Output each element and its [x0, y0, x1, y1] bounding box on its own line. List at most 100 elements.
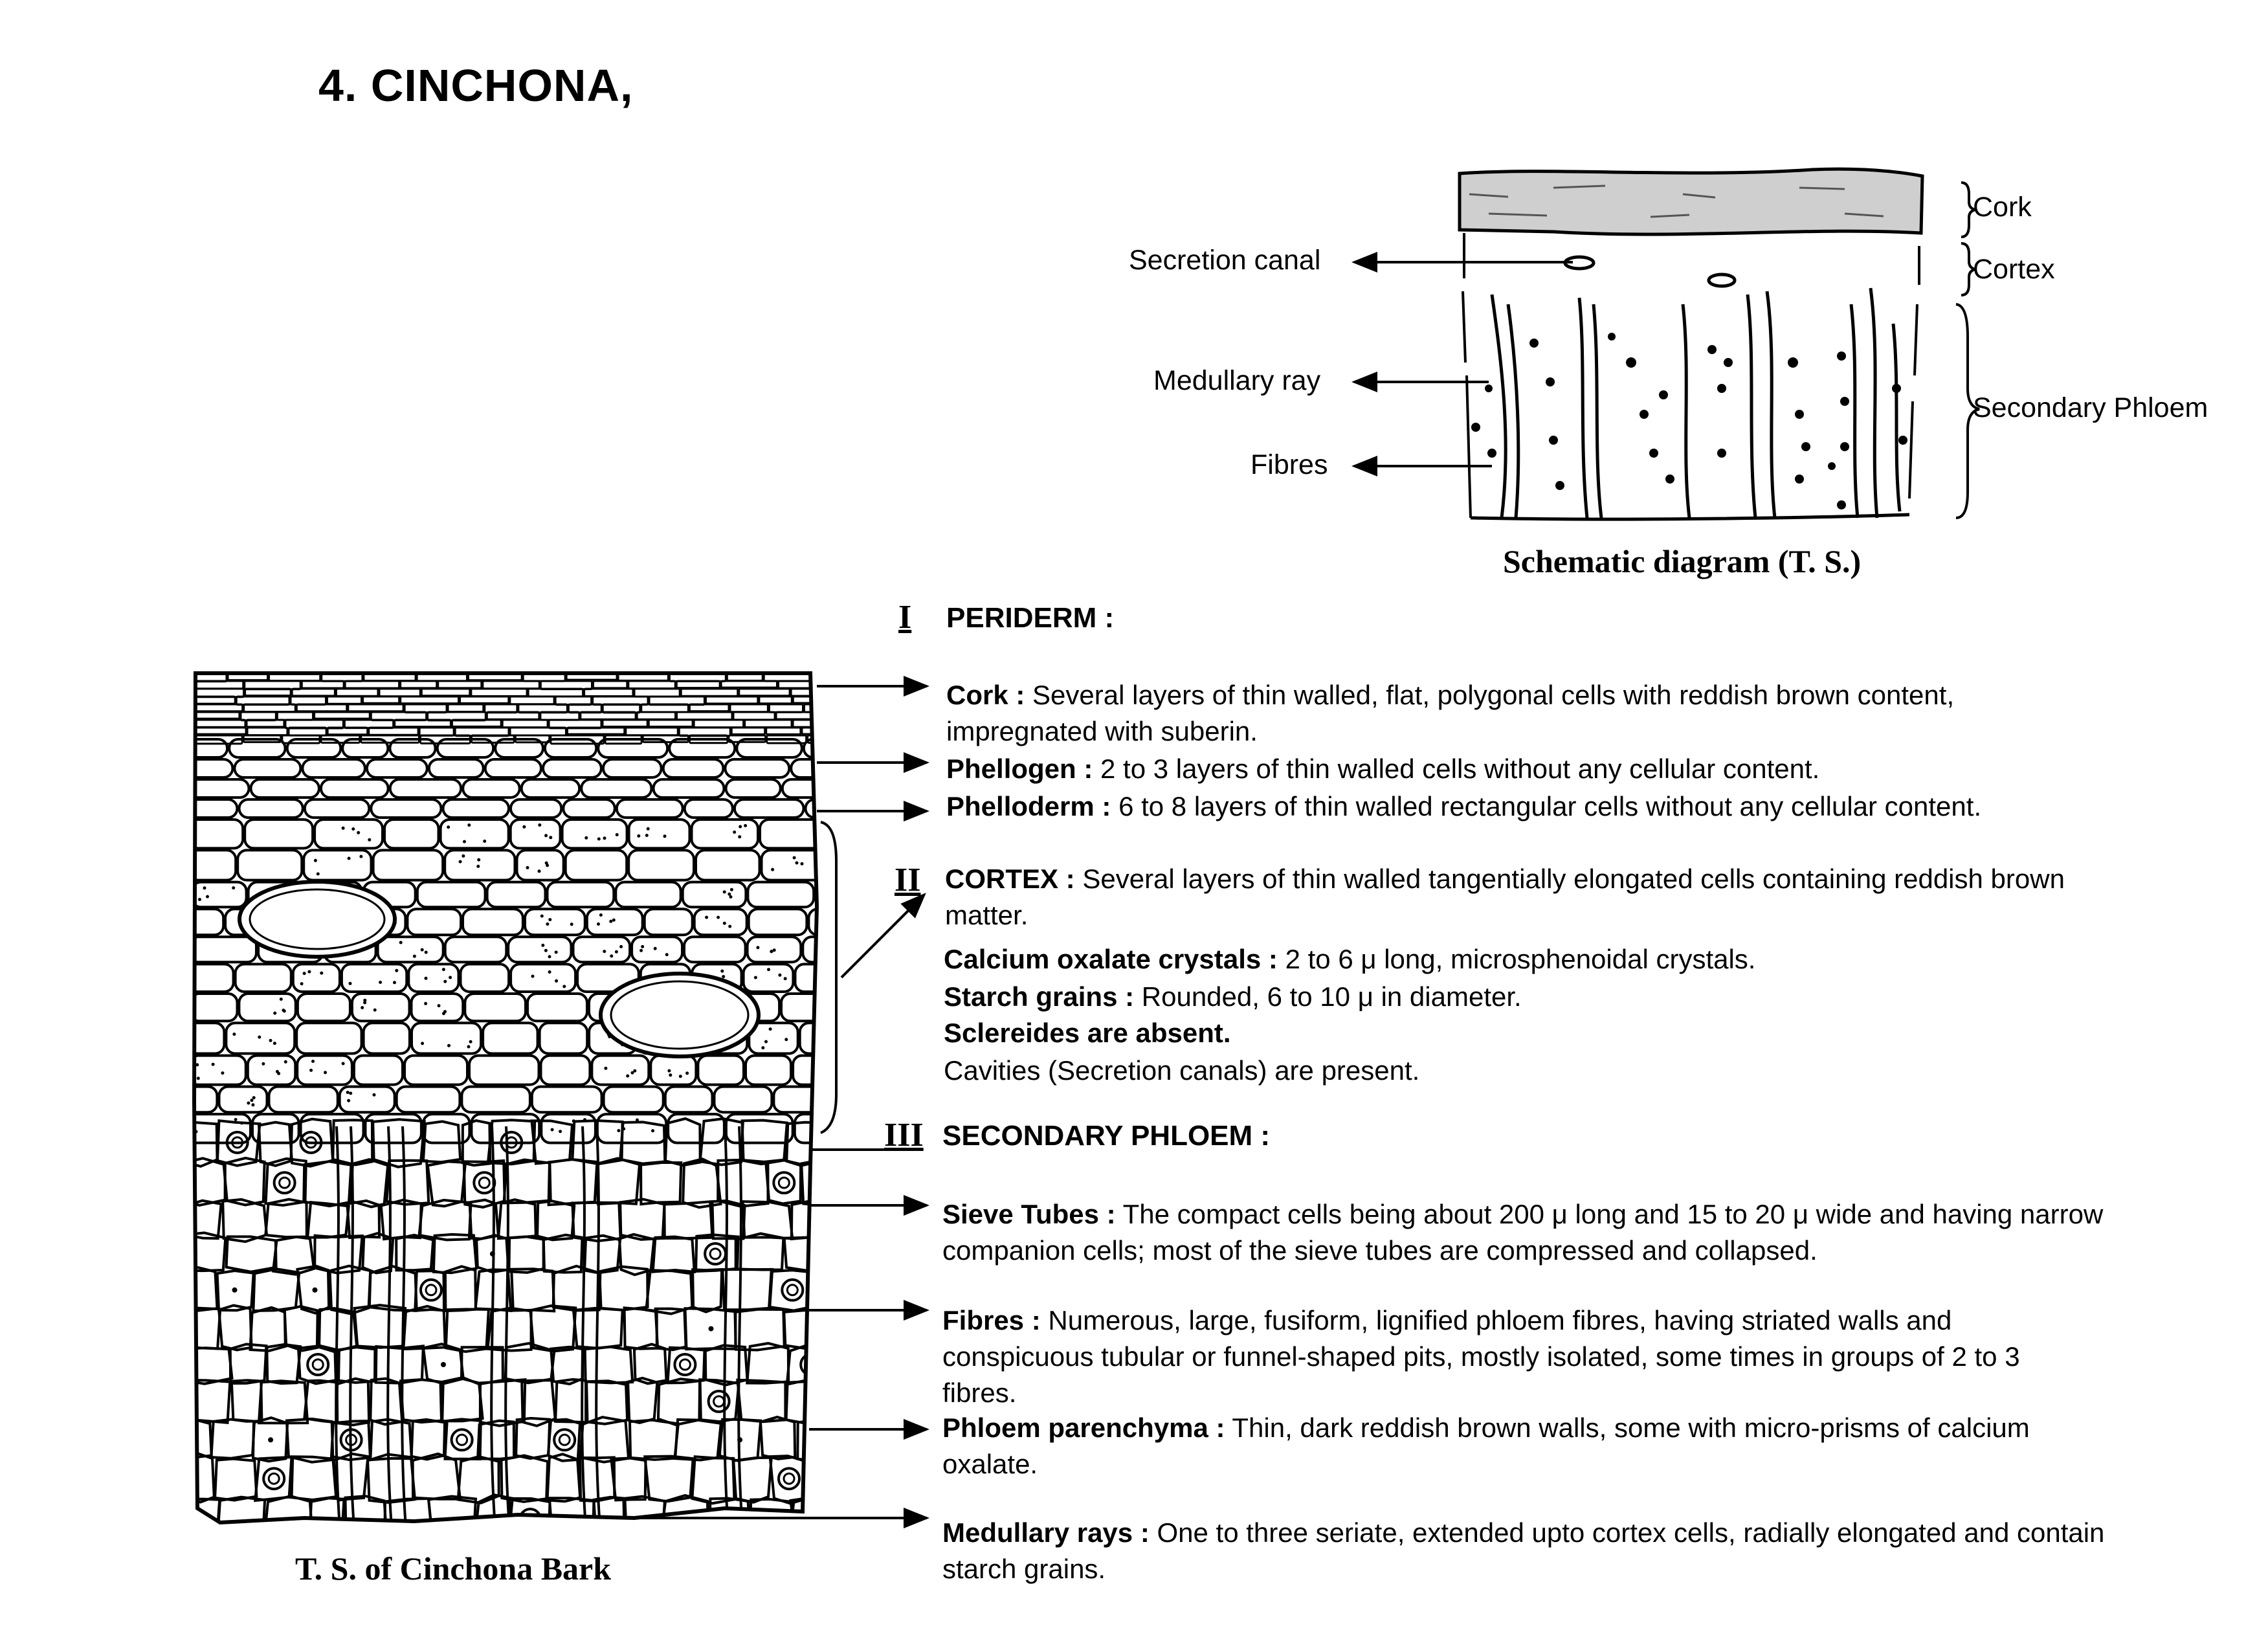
phloem-cell [335, 1377, 371, 1427]
cortex-cell [410, 1021, 483, 1055]
cortex-cell [194, 992, 239, 1023]
phloem-cell [216, 1495, 267, 1523]
starch-grain [562, 985, 566, 988]
phloem-cell [379, 1198, 423, 1241]
cortex-cell [194, 778, 250, 799]
starch-grain [537, 869, 541, 873]
cortex-cell [515, 849, 565, 882]
cortex-cell [194, 963, 235, 994]
starch-grain [546, 922, 550, 926]
section-numeral-periderm: I [898, 599, 912, 636]
cork-cell [276, 711, 315, 721]
cortex-cell [543, 738, 598, 759]
starch-grain [645, 834, 649, 837]
starch-grain [828, 886, 831, 889]
entry-fibres: Fibres : Numerous, large, fusiform, lign… [942, 1305, 2020, 1408]
phloem-cell [395, 1233, 435, 1272]
phloem-fibre [704, 1242, 728, 1266]
phloem-fibre-lumen [425, 1284, 438, 1297]
cortex-cell [524, 908, 586, 937]
starch-grain [610, 954, 614, 958]
cortex-cell [597, 738, 669, 759]
starch-grain [232, 1032, 236, 1036]
cortex-cell [792, 1054, 817, 1086]
starch-grain [211, 1062, 215, 1066]
cortex-cell [194, 758, 234, 779]
cortex-cell [580, 778, 653, 799]
medullary-ray-line [490, 1126, 496, 1523]
cortex-cell [251, 1113, 300, 1144]
starch-grain [424, 950, 428, 954]
cortex-cell [683, 935, 747, 964]
crystal [312, 1287, 318, 1293]
phloem-cell [627, 1376, 659, 1424]
cortex-cell [463, 992, 527, 1023]
starch-grain [764, 1040, 768, 1044]
cork-cell [194, 711, 241, 720]
phloem-fibre [262, 1467, 286, 1491]
starch-grain [483, 840, 487, 843]
starch-grain [463, 840, 466, 843]
starch-grain [234, 1118, 238, 1121]
phloem-fibre-lumen [278, 1176, 291, 1189]
crystal [708, 1326, 714, 1332]
starch-grain [361, 1006, 364, 1010]
starch-grain [313, 858, 317, 862]
starch-grain [421, 1042, 425, 1045]
starch-grain [615, 833, 619, 836]
cortex-cell [509, 798, 563, 819]
starch-grain [379, 981, 383, 984]
starch-grain [349, 1091, 353, 1095]
starch-grain [348, 981, 352, 985]
cortex-cell [485, 880, 547, 909]
starch-grain [221, 1071, 225, 1075]
starch-grain [729, 895, 733, 899]
phloem-cell [194, 1417, 213, 1462]
phloem-cell [628, 1418, 680, 1461]
cortex-cell [760, 849, 817, 882]
cork-cell [194, 726, 247, 735]
cortex-cell [696, 1054, 746, 1086]
phloem-cell [383, 1497, 434, 1523]
cortex-cell [234, 963, 293, 994]
phloem-cell [759, 1415, 797, 1460]
cortex-cell [530, 1085, 603, 1114]
phloem-cell [369, 1377, 404, 1426]
phloem-cell [225, 1235, 278, 1273]
starch-grain [549, 836, 553, 840]
phloem-cell [783, 1309, 817, 1350]
starch-grain [437, 1004, 441, 1008]
cortex-cell [194, 818, 245, 850]
schematic-label-cortex: Cortex [1973, 254, 2055, 285]
starch-grain [458, 860, 462, 864]
cortex-cell [615, 798, 684, 819]
cortex-cell [376, 935, 445, 964]
starch-grain [604, 1066, 608, 1070]
phloem-cell [216, 1119, 261, 1167]
phloem-cell [572, 1306, 624, 1350]
schematic-caption: Schematic diagram (T. S.) [1503, 543, 1862, 579]
phloem-cell [337, 1346, 377, 1384]
cork-cell [732, 711, 776, 721]
phloem-cell [349, 1158, 390, 1209]
cortex-cell [364, 1113, 423, 1144]
phloem-fibre [419, 1278, 443, 1302]
cortex-cell [427, 758, 485, 779]
cortex-cell [526, 992, 588, 1023]
cortex-cell [410, 992, 465, 1023]
starch-grain [548, 955, 551, 959]
phloem-cell [510, 1267, 556, 1313]
starch-grain [633, 1069, 637, 1073]
starch-grain [467, 823, 471, 827]
phloem-fibre-lumen [231, 1136, 244, 1149]
starch-grain [667, 1069, 671, 1073]
cortex-cell [735, 738, 803, 759]
section-numeral-phloem: III [884, 1117, 924, 1154]
cork-cell [801, 726, 817, 735]
cortex-brace [1961, 242, 1976, 296]
cortex-cell [296, 1054, 353, 1086]
phloem-cell [592, 1495, 626, 1523]
cortex-cell [601, 758, 663, 779]
cork-cell [744, 719, 793, 729]
